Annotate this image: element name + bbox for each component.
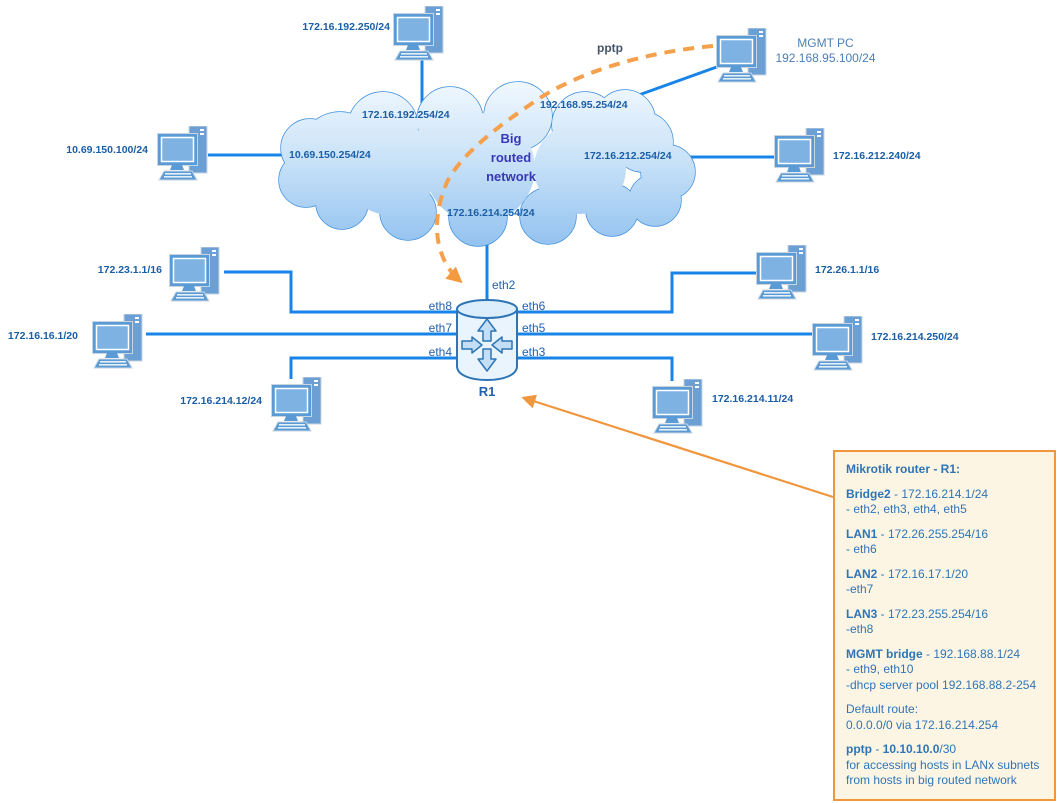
- cloud-interface-label: 172.16.192.254/24: [362, 109, 450, 121]
- note-callout-arrow: [521, 394, 834, 499]
- port-label-eth5: eth5: [522, 321, 546, 335]
- port-label-eth3: eth3: [522, 345, 546, 359]
- host-ip-label: 172.16.214.11/24: [712, 393, 794, 405]
- edge-eth6: [515, 271, 758, 314]
- port-label-eth8: eth8: [428, 299, 452, 313]
- computer-icon: [756, 244, 807, 300]
- port-label-eth2: eth2: [492, 278, 516, 292]
- host-computer: [756, 244, 814, 301]
- note-section-mgmt-bridge: MGMT bridge - 192.168.88.1/24 - eth9, et…: [846, 646, 1037, 692]
- host-computer-mgmt-pc: [716, 27, 774, 84]
- host-ip-label: 172.23.1.1/16: [97, 264, 162, 276]
- host-computer: [393, 5, 451, 62]
- port-label-eth4: eth4: [428, 345, 452, 359]
- pptp-tunnel-dashed-line: [435, 44, 714, 284]
- edge-eth8: [224, 270, 458, 314]
- note-section-lan2: LAN2 - 172.16.17.1/20 -eth7: [846, 566, 969, 597]
- note-title: Mikrotik router - R1:: [846, 462, 961, 476]
- cloud-title: Big routed network: [486, 131, 536, 184]
- host-name: MGMT PC: [797, 36, 854, 50]
- cloud-interface-label: 192.168.95.254/24: [540, 99, 628, 111]
- port-label-eth6: eth6: [522, 299, 546, 313]
- computer-icon: [271, 376, 322, 432]
- cloud-interface-label: 172.16.212.254/24: [584, 150, 672, 162]
- router-icon: [456, 299, 518, 382]
- computer-icon: [716, 27, 767, 83]
- host-ip-label: 172.16.192.250/24: [302, 21, 390, 33]
- host-ip-label: 172.16.214.12/24: [180, 395, 262, 407]
- host-ip-label: 172.16.212.240/24: [833, 150, 921, 162]
- cloud-interface-label: 172.16.214.254/24: [447, 207, 535, 219]
- computer-icon: [652, 378, 703, 434]
- mgmt-pc-label: MGMT PC 192.168.95.100/24: [768, 36, 883, 66]
- host-computer: [812, 315, 870, 372]
- computer-icon: [774, 127, 825, 183]
- note-section-pptp: pptp - 10.10.10.0/30 for accessing hosts…: [846, 742, 1040, 787]
- note-section-lan3: LAN3 - 172.23.255.254/16 -eth8: [846, 606, 989, 637]
- cloud-shape: [278, 81, 696, 247]
- host-computer: [652, 378, 710, 435]
- host-computer: [169, 246, 227, 303]
- host-ip-label: 172.16.16.1/20: [7, 330, 78, 342]
- computer-icon: [157, 125, 208, 181]
- host-computer: [774, 127, 832, 184]
- computer-icon: [169, 246, 220, 302]
- host-computer: [271, 376, 329, 433]
- note-section-lan1: LAN1 - 172.26.255.254/16 - eth6: [846, 526, 989, 557]
- note-section-default-route: Default route: 0.0.0.0/0 via 172.16.214.…: [846, 702, 999, 732]
- edge-eth3: [515, 356, 674, 381]
- host-ip-label: 192.168.95.100/24: [775, 51, 876, 65]
- host-ip-label: 172.16.214.250/24: [871, 331, 959, 343]
- cloud-interface-label: 10.69.150.254/24: [289, 149, 371, 161]
- note-section-bridge2: Bridge2 - 172.16.214.1/24 - eth2, eth3, …: [846, 486, 989, 517]
- ethernet-links: [146, 60, 814, 381]
- pptp-edge-label: pptp: [597, 41, 623, 55]
- host-computer: [92, 313, 150, 370]
- router-name-label: R1: [478, 384, 496, 399]
- host-ip-label: 172.26.1.1/16: [815, 264, 880, 276]
- computer-icon: [92, 313, 143, 369]
- routing-arrows-icon: [461, 318, 513, 372]
- edge-cloud-to-mgmt-pc: [635, 62, 726, 98]
- computer-icon: [393, 5, 444, 61]
- edge-eth4: [289, 356, 458, 379]
- host-computer: [157, 125, 215, 182]
- router-config-note: Mikrotik router - R1: Bridge2 - 172.16.2…: [833, 450, 1056, 801]
- host-ip-label: 10.69.150.100/24: [66, 144, 148, 156]
- router-r1: [455, 296, 519, 382]
- port-label-eth7: eth7: [428, 321, 452, 335]
- computer-icon: [812, 315, 863, 371]
